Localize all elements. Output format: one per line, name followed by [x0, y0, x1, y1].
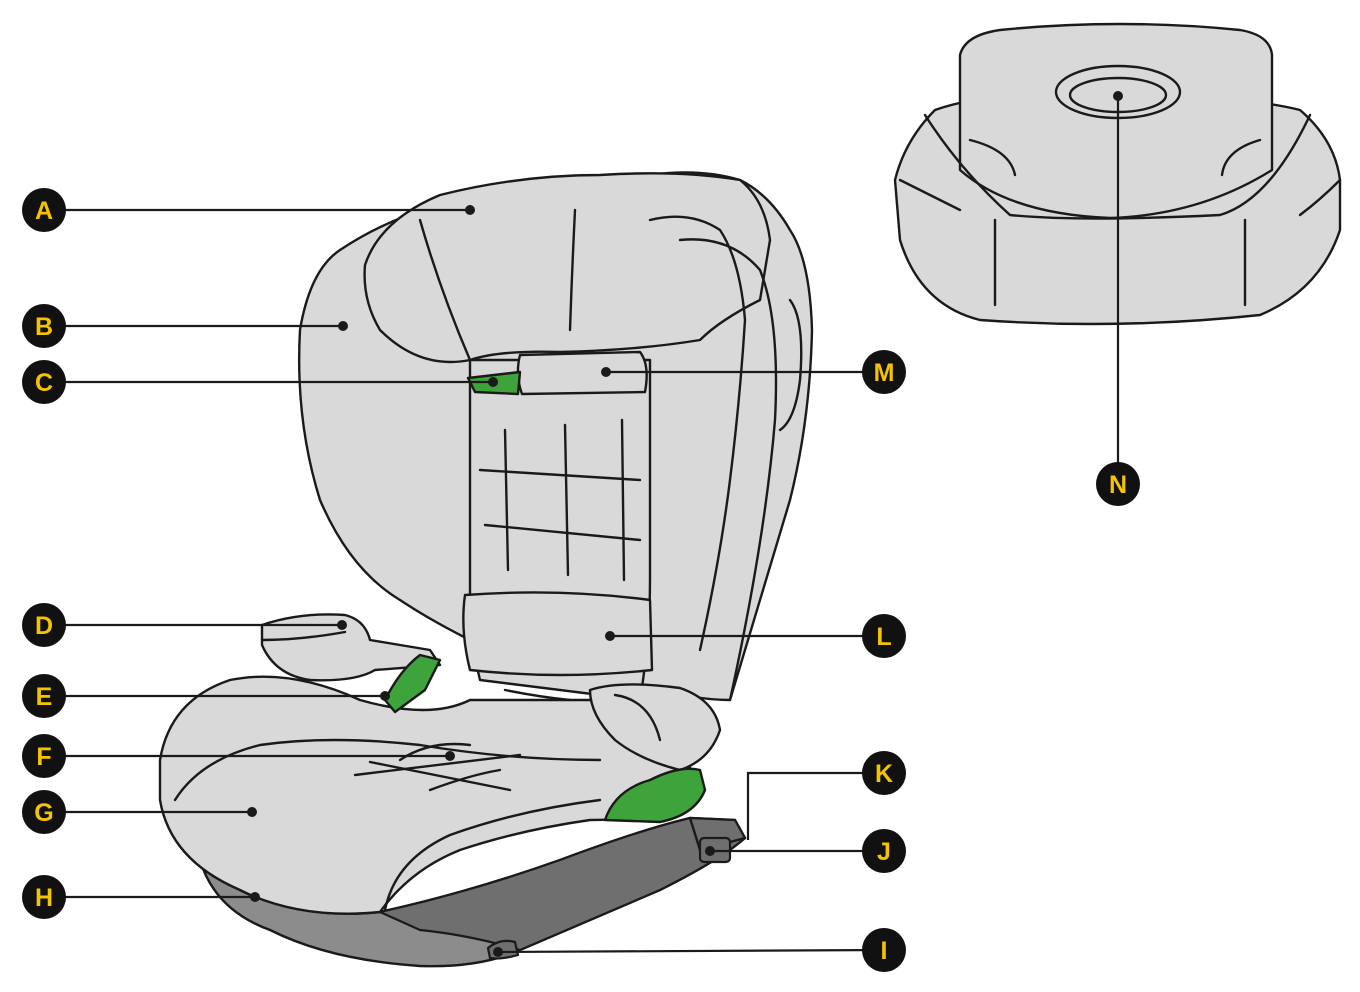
label-badges: A B C D E F G H I J K L M N	[22, 188, 1140, 972]
label-badge-E: E	[22, 674, 66, 718]
anchor-dot-N	[1113, 91, 1123, 101]
anchor-dot-A	[465, 205, 475, 215]
label-badge-G: G	[22, 790, 66, 834]
label-badge-K: K	[862, 751, 906, 795]
anchor-dot-J	[705, 846, 715, 856]
label-E: E	[36, 683, 53, 711]
leader-K	[746, 771, 884, 840]
label-badge-A: A	[22, 188, 66, 232]
anchor-dot-F	[445, 751, 455, 761]
label-M: M	[874, 359, 895, 387]
label-A: A	[35, 197, 53, 225]
label-badge-H: H	[22, 875, 66, 919]
label-C: C	[35, 369, 53, 397]
anchor-dot-C	[488, 377, 498, 387]
label-badge-I: I	[862, 928, 906, 972]
label-F: F	[36, 743, 51, 771]
label-badge-L: L	[862, 614, 906, 658]
label-badge-J: J	[862, 829, 906, 873]
label-K: K	[875, 760, 893, 788]
label-H: H	[35, 884, 53, 912]
label-B: B	[35, 313, 53, 341]
label-badge-D: D	[22, 603, 66, 647]
label-badge-N: N	[1096, 462, 1140, 506]
anchor-dot-B	[338, 321, 348, 331]
anchor-dot-M	[601, 367, 611, 377]
label-D: D	[35, 612, 53, 640]
anchor-dot-D	[337, 620, 347, 630]
armrest-left	[260, 613, 442, 714]
label-J: J	[877, 838, 891, 866]
anchor-dot-H	[250, 892, 260, 902]
anchor-dot-G	[247, 807, 257, 817]
label-badge-C: C	[22, 360, 66, 404]
label-badge-B: B	[22, 304, 66, 348]
anchor-dots	[247, 91, 1123, 957]
anchor-dot-E	[380, 691, 390, 701]
backrest	[297, 171, 814, 702]
label-badge-F: F	[22, 734, 66, 778]
anchor-dot-I	[493, 947, 503, 957]
leader-lines	[44, 96, 1120, 954]
leader-I	[497, 948, 885, 954]
label-N: N	[1109, 471, 1127, 499]
label-L: L	[876, 623, 891, 651]
label-badge-M: M	[862, 350, 906, 394]
label-G: G	[34, 799, 53, 827]
armrest-right	[588, 683, 722, 824]
anchor-dot-L	[605, 631, 615, 641]
label-I: I	[881, 937, 888, 965]
